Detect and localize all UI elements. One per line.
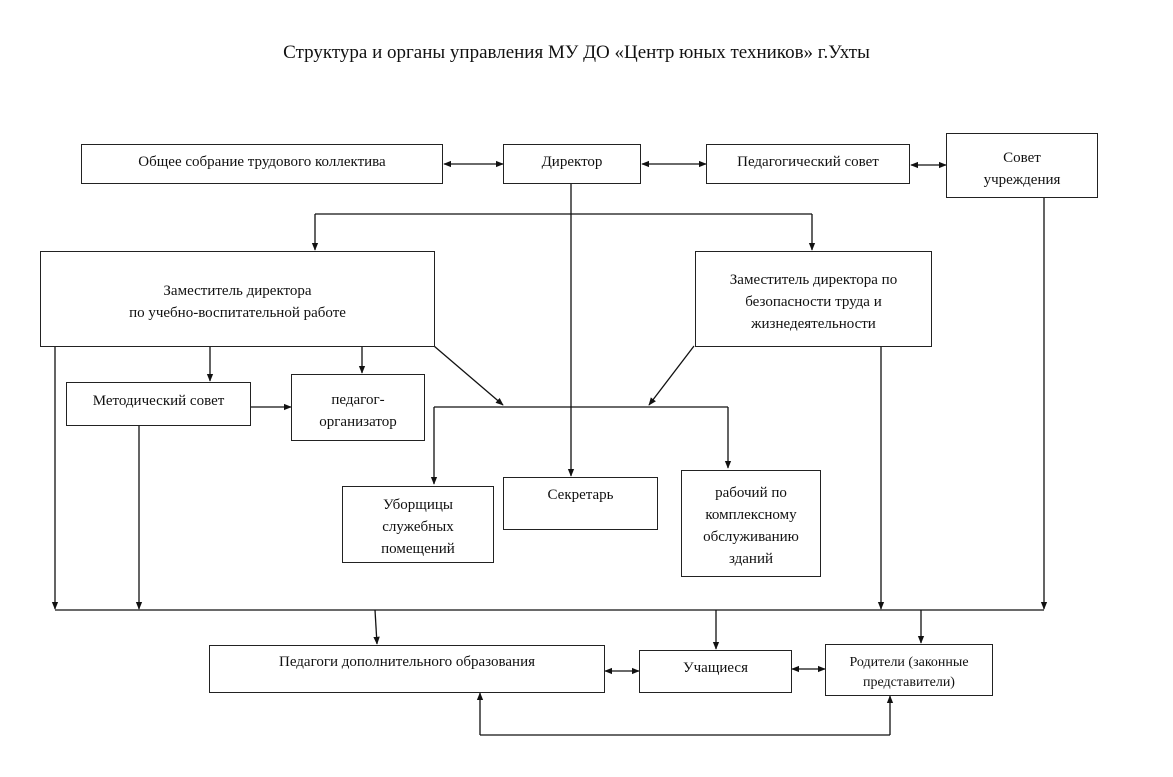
node-deputy-safety: Заместитель директора по безопасности тр… [695, 251, 932, 347]
node-general-meeting: Общее собрание трудового коллектива [81, 144, 443, 184]
node-inst-council: Совет учреждения [946, 133, 1098, 198]
node-parents: Родители (законные представители) [825, 644, 993, 696]
node-secretary: Секретарь [503, 477, 658, 530]
node-teachers: Педагоги дополнительного образования [209, 645, 605, 693]
arrow-to-teachers [373, 609, 380, 645]
node-worker: рабочий по комплексному обслуживанию зда… [681, 470, 821, 577]
node-method-council: Методический совет [66, 382, 251, 426]
node-ped-council: Педагогический совет [706, 144, 910, 184]
node-cleaners: Уборщицы служебных помещений [342, 486, 494, 563]
diagram-title: Структура и органы управления МУ ДО «Цен… [283, 42, 870, 63]
node-ped-organizer: педагог- организатор [291, 374, 425, 441]
node-deputy-edu: Заместитель директора по учебно-воспитат… [40, 251, 435, 347]
diag-deputy-edu [433, 345, 504, 406]
diag-deputy-safety [648, 345, 695, 406]
node-students: Учащиеся [639, 650, 792, 693]
node-director: Директор [503, 144, 641, 184]
